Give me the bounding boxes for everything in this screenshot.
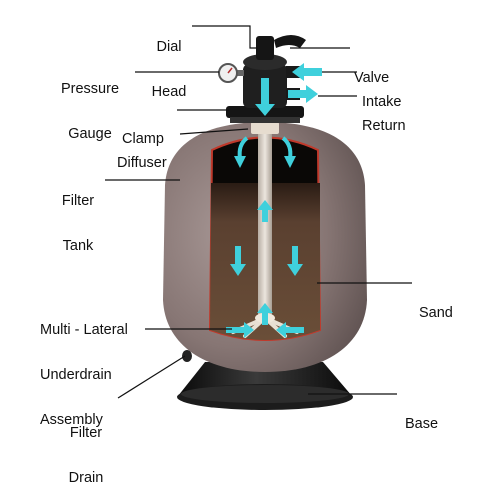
return-arrow-icon (288, 85, 318, 103)
left-arrow-icon (276, 322, 304, 338)
intake-arrow-icon (292, 63, 322, 81)
drain-plug-icon (182, 350, 192, 362)
label-diffuser: Diffuser (117, 155, 167, 171)
base (177, 362, 353, 410)
label-filter-tank: Filter Tank (61, 193, 95, 254)
dial-head (256, 36, 274, 60)
up-arrow-icon (257, 200, 273, 222)
sand-filter-diagram (105, 25, 412, 410)
label-return: Return (362, 118, 406, 134)
label-underdrain-assembly: Multi - Lateral Underdrain Assembly (40, 322, 128, 428)
label-clamp: Clamp (122, 131, 164, 147)
down-arrow-icon (284, 156, 296, 168)
flow-arrows (226, 63, 322, 338)
down-arrow-icon (287, 246, 303, 276)
center-pipe (258, 130, 272, 318)
pressure-gauge-icon (218, 63, 244, 83)
down-arrow-icon (230, 246, 246, 276)
leader-lines (105, 25, 412, 399)
diffuser (251, 122, 279, 134)
down-arrow-icon (234, 156, 246, 168)
down-arrow-icon (255, 78, 275, 116)
label-valve: Valve (354, 70, 390, 86)
cutaway-interior (208, 122, 322, 341)
label-sand: Sand (419, 305, 453, 321)
label-pressure-gauge: Pressure Gauge (60, 81, 120, 142)
label-intake: Intake (362, 94, 402, 110)
label-base: Base (405, 416, 439, 432)
up-arrow-icon (257, 303, 273, 325)
label-dial-head: Dial Head (151, 39, 187, 100)
label-filter-drain: Filter Drain (68, 425, 104, 486)
right-arrow-icon (226, 322, 254, 338)
